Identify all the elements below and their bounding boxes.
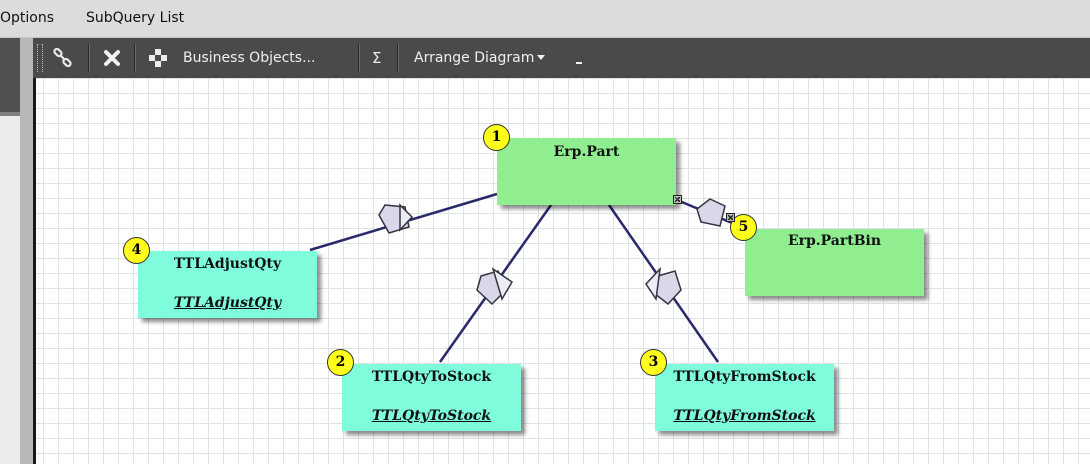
table-node-erp-part[interactable]: Erp.Part (497, 138, 676, 205)
sigma-icon: Σ (372, 49, 382, 67)
toolbar-grip[interactable] (37, 44, 43, 72)
toolbar-separator (88, 44, 90, 72)
toolbar-separator (397, 44, 399, 72)
dropdown-arrow-icon (537, 54, 546, 62)
node-title: Erp.PartBin (787, 233, 882, 249)
left-panel-marker (0, 112, 20, 116)
table-node-ttlqtyfromstock[interactable]: TTLQtyFromStock TTLQtyFromStock (655, 364, 834, 431)
menu-bar: Options SubQuery List (0, 0, 1090, 38)
node-number-badge: 1 (483, 124, 510, 151)
connection-handle[interactable] (673, 195, 682, 204)
node-subquery-link[interactable]: TTLQtyFromStock (673, 408, 816, 424)
toolbar-separator (134, 44, 136, 72)
join-diamond-icon[interactable] (645, 266, 682, 306)
sigma-button[interactable]: Σ (372, 43, 381, 73)
panel-splitter[interactable] (20, 38, 33, 464)
diagram-toolbar: Business Objects... Σ Arrange Diagram (33, 38, 1090, 78)
canvas-border (33, 78, 36, 464)
table-node-ttladjustqty[interactable]: TTLAdjustQty TTLAdjustQty (138, 251, 317, 318)
join-diamond-icon[interactable] (476, 267, 514, 306)
join-diamond-icon[interactable] (378, 203, 414, 234)
node-title: Erp.Part (553, 144, 620, 160)
left-panel (0, 38, 33, 464)
menu-subquery-list[interactable]: SubQuery List (86, 10, 185, 26)
toolbar-separator (358, 44, 360, 72)
toolbar-overflow-button[interactable] (574, 43, 584, 73)
left-panel-header (0, 38, 20, 112)
business-objects-icon (147, 47, 169, 69)
join-diamond-icon[interactable] (696, 198, 726, 227)
node-title: TTLQtyFromStock (673, 369, 816, 385)
node-title: TTLQtyToStock (371, 369, 492, 385)
business-objects-label: Business Objects... (183, 50, 316, 66)
link-button[interactable] (50, 43, 76, 73)
node-subquery-link[interactable]: TTLQtyToStock (371, 408, 492, 424)
menu-options[interactable]: Options (0, 10, 55, 26)
table-node-ttlqtytostock[interactable]: TTLQtyToStock TTLQtyToStock (342, 364, 521, 431)
link-icon (50, 45, 76, 71)
arrange-diagram-button[interactable]: Arrange Diagram (414, 43, 546, 73)
delete-icon (101, 47, 123, 69)
connection-handle[interactable] (726, 213, 735, 222)
table-node-erp-partbin[interactable]: Erp.PartBin (745, 229, 924, 296)
node-number-badge: 3 (640, 349, 667, 376)
node-title: TTLAdjustQty (173, 256, 282, 272)
business-objects-button[interactable]: Business Objects... (147, 43, 315, 73)
delete-button[interactable] (101, 43, 123, 73)
arrange-diagram-label: Arrange Diagram (414, 50, 535, 66)
node-number-badge: 4 (123, 237, 150, 264)
node-number-badge: 2 (327, 349, 354, 376)
node-subquery-link[interactable]: TTLAdjustQty (173, 295, 282, 311)
overflow-icon (574, 50, 584, 66)
